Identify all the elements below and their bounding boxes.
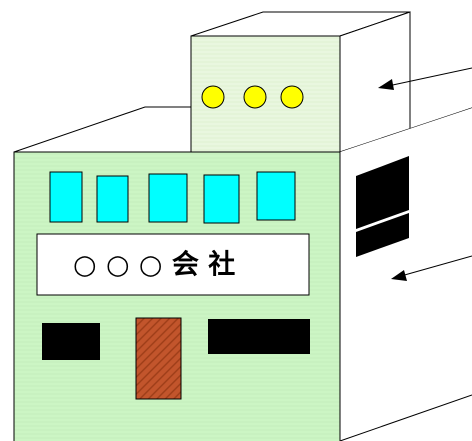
signboard-text: ○ ○ ○ 会 社 — [73, 249, 235, 281]
company-signboard: ○ ○ ○ 会 社 — [36, 233, 310, 296]
side-window-lower — [356, 213, 409, 257]
leader-arrow-upper — [378, 67, 472, 90]
side-window-upper — [356, 156, 409, 229]
front-window-2 — [96, 175, 129, 223]
rooftop-light-1 — [201, 85, 225, 109]
entrance-door — [135, 317, 182, 400]
lower-window-right — [208, 319, 310, 354]
rooftop-light-2 — [243, 85, 267, 109]
rooftop-light-3 — [280, 85, 304, 109]
front-window-4 — [203, 174, 240, 224]
front-window-3 — [148, 173, 188, 223]
rooftop-lights — [201, 85, 304, 109]
front-window-5 — [256, 171, 296, 221]
front-windows — [49, 171, 296, 224]
rooftop-box-side-face — [339, 11, 411, 153]
front-window-1 — [49, 171, 83, 223]
leader-arrow-lower — [391, 255, 472, 281]
lower-window-left — [42, 323, 100, 360]
